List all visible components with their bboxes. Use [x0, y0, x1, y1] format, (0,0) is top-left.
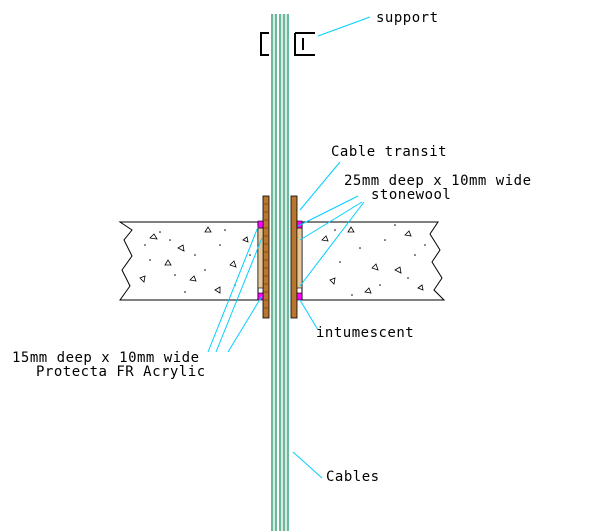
cable-transit-left: [262, 195, 270, 319]
seal-depth-bottom-label: 15mm deep x 10mm wide: [12, 350, 200, 366]
cables-label: Cables: [326, 469, 380, 485]
seal-depth-top-label: 25mm deep x 10mm wide: [344, 173, 532, 189]
concrete-slab-right: [301, 221, 446, 301]
concrete-slab-left: [118, 221, 259, 301]
cable-transit-label: Cable transit: [331, 144, 448, 160]
leader-lines: [207, 16, 371, 479]
cable-transit-right: [290, 195, 298, 319]
cable-bundle: [271, 14, 289, 531]
intumescent-label: intumescent: [316, 325, 415, 341]
sealant-product-label: Protecta FR Acrylic: [36, 364, 206, 380]
stonewool-label: stonewool: [371, 187, 452, 203]
support-label: support: [376, 10, 439, 26]
support-channel: [260, 32, 315, 56]
